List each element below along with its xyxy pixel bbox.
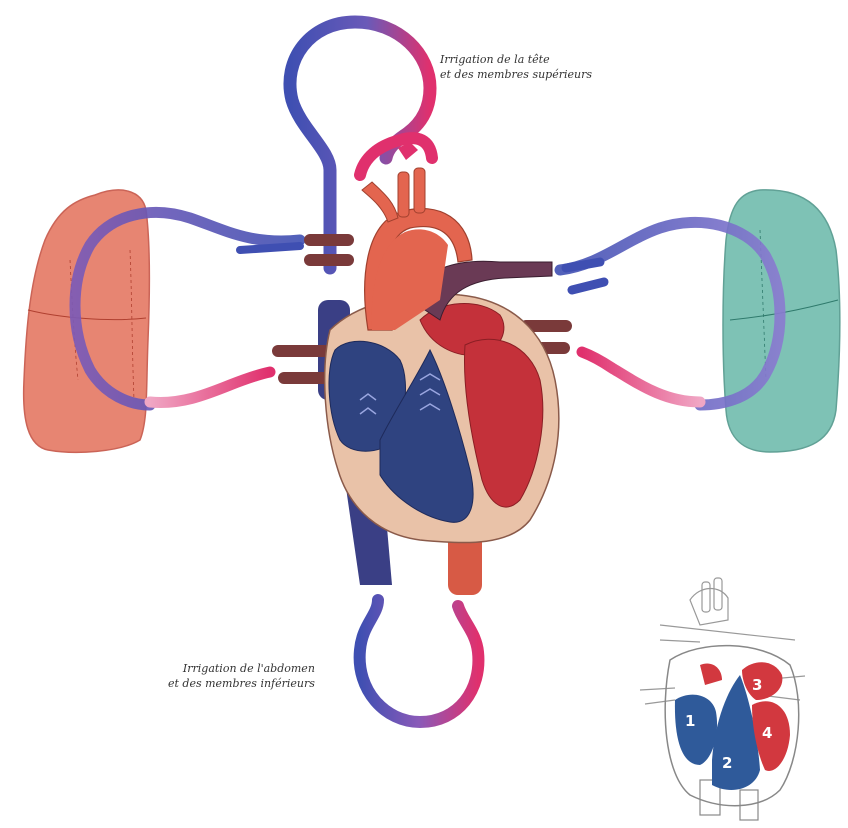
left-lung bbox=[24, 190, 150, 452]
heart-chambers-inset: 1 2 3 4 bbox=[640, 578, 805, 820]
chamber-label-3: 3 bbox=[752, 676, 762, 694]
heart bbox=[272, 168, 572, 595]
lower-circulation-loop bbox=[360, 600, 479, 722]
lower-body-caption: Irrigation de l'abdomen et des membres i… bbox=[168, 661, 315, 691]
upper-caption-line-1: Irrigation de la tête bbox=[440, 52, 592, 67]
lower-caption-line-1: Irrigation de l'abdomen bbox=[168, 661, 315, 676]
upper-body-caption: Irrigation de la tête et des membres sup… bbox=[440, 52, 592, 82]
lower-caption-line-2: et des membres inférieurs bbox=[168, 676, 315, 691]
chamber-label-1: 1 bbox=[685, 712, 695, 730]
upper-caption-line-2: et des membres supérieurs bbox=[440, 67, 592, 82]
chamber-label-4: 4 bbox=[762, 724, 772, 742]
chamber-label-2: 2 bbox=[722, 754, 732, 772]
